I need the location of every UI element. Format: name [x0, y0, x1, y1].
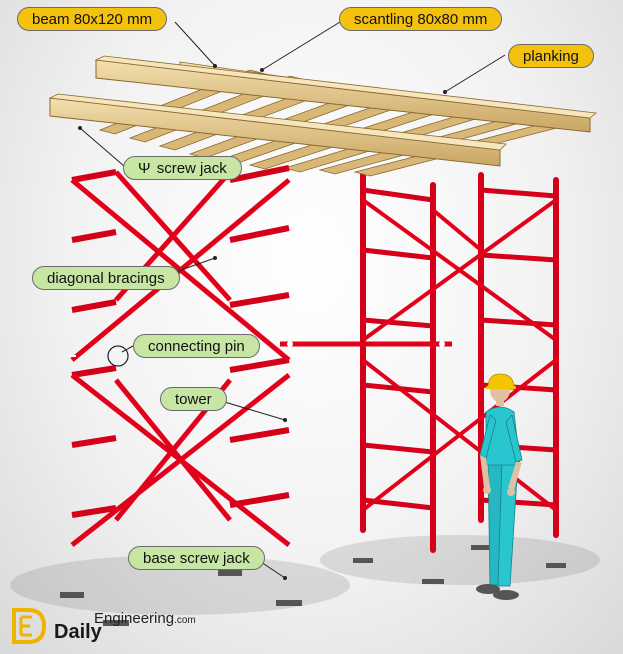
- label-base-screw-jack: base screw jack: [128, 546, 265, 570]
- de-logo-icon: [12, 608, 47, 644]
- label-beam: beam 80x120 mm: [17, 7, 168, 31]
- logo-domain-suffix: .com: [174, 615, 196, 626]
- connecting-pin-highlight: [107, 345, 129, 367]
- label-planking: planking: [508, 44, 594, 68]
- leader-lines: [78, 21, 506, 580]
- logo-engineering-word: Engineering: [94, 610, 175, 627]
- horizontal-tie: [280, 341, 452, 347]
- label-tower: tower: [160, 387, 227, 411]
- logo-daily-text: Daily: [54, 621, 102, 643]
- label-screw-jack: Ψ screw jack: [123, 156, 242, 180]
- left-tower-base-jacks: [60, 570, 302, 626]
- worker-figure: [476, 373, 523, 600]
- label-scantling: scantling 80x80 mm: [339, 7, 503, 31]
- label-connecting-pin: connecting pin: [133, 334, 260, 358]
- hard-hat-icon: [487, 373, 515, 389]
- label-diagonal-bracings: diagonal bracings: [32, 266, 180, 290]
- right-tower-base-jacks: [353, 545, 566, 584]
- right-tower: [353, 120, 566, 584]
- left-tower: [60, 80, 302, 626]
- logo-engineering-text: Engineering.com: [94, 610, 196, 627]
- timber-deck: [48, 55, 597, 177]
- screw-jack-glyph: Ψ: [138, 160, 151, 177]
- floor-shadows: [10, 535, 600, 615]
- label-screw-jack-text: screw jack: [156, 160, 227, 177]
